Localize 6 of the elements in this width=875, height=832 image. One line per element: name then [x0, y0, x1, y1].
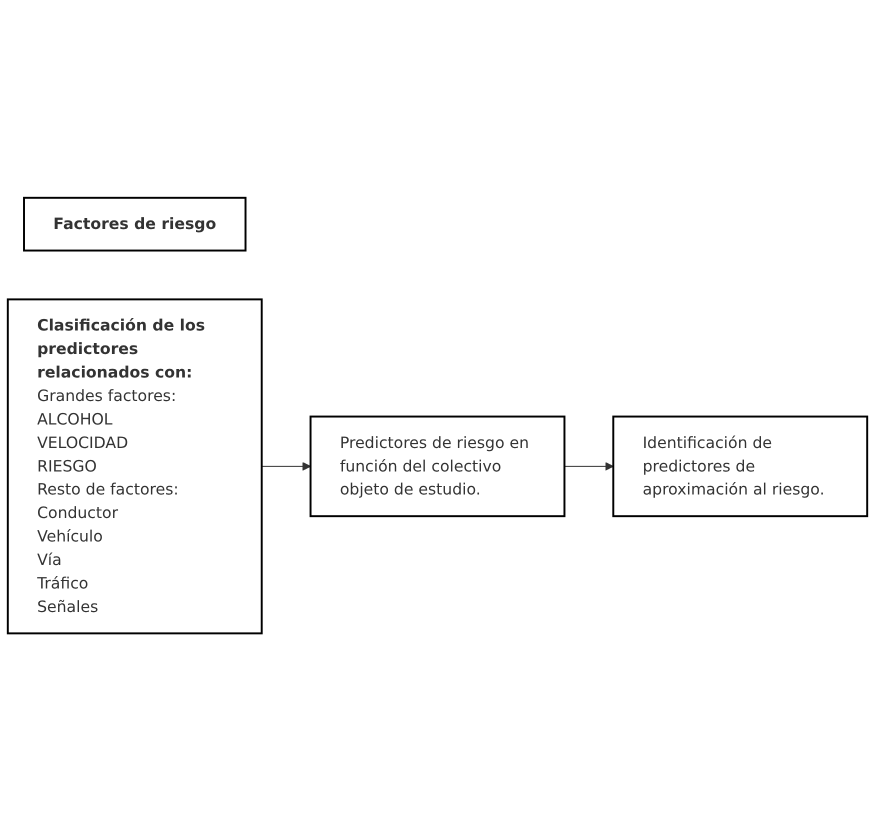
node-box: Clasificación de los predictores relacionados con: Grandes factores: ALCOHOL VELOCIDAD RIESGO Resto de factores: Conductor Vehículo Vía Tráfico Señales: [6, 298, 263, 635]
node-box: Identificación de predictores de aproximación al riesgo.: [612, 416, 868, 518]
arrow: [564, 462, 614, 472]
node-box: Predictores de riesgo en función del colectivo objeto de estudio.: [310, 416, 566, 518]
node-box: Factores de riesgo: [23, 197, 246, 252]
arrow: [261, 462, 311, 472]
